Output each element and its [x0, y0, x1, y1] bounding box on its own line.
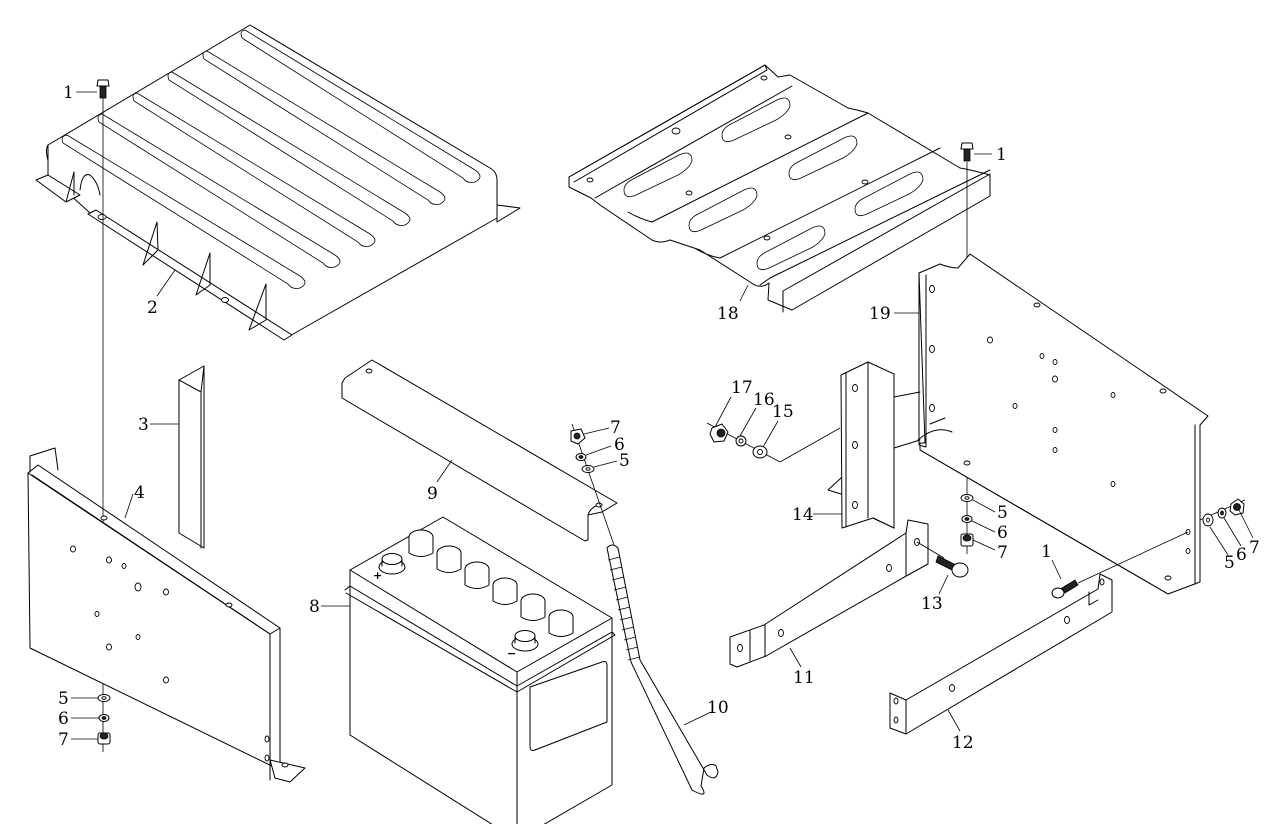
callout-14: 14 — [792, 505, 814, 525]
left-side-plate — [27, 447, 306, 783]
callout-7: 7 — [1249, 538, 1260, 558]
bolt-icon — [935, 555, 969, 578]
callout-16: 16 — [753, 390, 775, 410]
positive-symbol: + — [373, 569, 382, 582]
callout-19: 19 — [869, 304, 891, 324]
battery: + − — [344, 516, 616, 824]
callout-6: 6 — [997, 523, 1008, 543]
callout-12: 12 — [952, 733, 974, 753]
hold-down-bar — [341, 359, 618, 542]
callout-6: 6 — [614, 435, 625, 455]
negative-terminal — [511, 630, 539, 652]
callout-7: 7 — [997, 543, 1008, 563]
base-bracket — [889, 573, 1113, 735]
support-strap — [729, 519, 929, 668]
battery-tray-top — [568, 64, 991, 313]
lock-washer-icon — [98, 714, 110, 722]
washer-icon — [1202, 513, 1214, 527]
callout-labels: 1 2 3 4 5 6 7 8 9 7 6 5 10 18 1 19 17 16… — [58, 83, 1260, 753]
callout-18: 18 — [717, 304, 739, 324]
callout-5: 5 — [1224, 553, 1235, 573]
negative-symbol: − — [507, 647, 516, 660]
callout-5: 5 — [997, 503, 1008, 523]
callout-6: 6 — [1236, 545, 1247, 565]
right-side-plate — [917, 253, 1209, 595]
nut-icon — [97, 732, 111, 745]
callout-4: 4 — [134, 483, 145, 503]
j-hook-rod — [606, 544, 719, 795]
callout-3: 3 — [138, 415, 149, 435]
callout-2: 2 — [147, 298, 158, 318]
washer-icon — [752, 445, 768, 459]
bolt-icon — [960, 142, 974, 162]
lock-washer-icon — [735, 435, 747, 447]
callout-17: 17 — [731, 378, 753, 398]
bolt-icon — [96, 79, 110, 99]
nut-icon — [960, 533, 974, 547]
lock-washer-icon — [575, 453, 587, 461]
nut-icon — [709, 423, 729, 443]
callout-6: 6 — [58, 709, 69, 729]
callout-7: 7 — [58, 730, 69, 750]
nut-icon — [1229, 498, 1245, 516]
callout-7: 7 — [610, 418, 621, 438]
callout-1: 1 — [63, 83, 74, 103]
callout-15: 15 — [772, 402, 794, 422]
upright-bracket — [827, 361, 921, 529]
washer-icon — [97, 694, 111, 702]
spacer-bracket — [178, 365, 205, 549]
bolt-icon — [1051, 579, 1079, 599]
callout-5: 5 — [619, 451, 630, 471]
callout-leaders — [71, 91, 1254, 740]
callout-13: 13 — [921, 594, 943, 614]
callout-10: 10 — [707, 698, 729, 718]
callout-5: 5 — [58, 689, 69, 709]
battery-cover — [35, 24, 521, 341]
nut-icon — [570, 428, 586, 445]
positive-terminal — [378, 553, 406, 575]
callout-8: 8 — [309, 597, 320, 617]
lock-washer-icon — [961, 515, 973, 523]
callout-9: 9 — [427, 484, 438, 504]
lock-washer-icon — [1217, 507, 1227, 519]
washer-icon — [581, 465, 595, 473]
washer-icon — [960, 494, 974, 502]
callout-1: 1 — [1041, 542, 1052, 562]
callout-11: 11 — [793, 668, 815, 688]
callout-1: 1 — [996, 145, 1007, 165]
